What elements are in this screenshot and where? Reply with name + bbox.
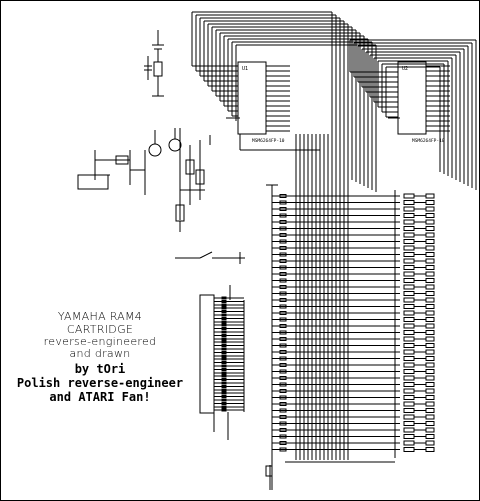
transistor-section [77,128,211,232]
caption-author-desc: Polish reverse-engineer [16,376,184,390]
caption-author: by tOri [74,362,126,376]
bus-wires [191,11,477,490]
chip-U1-part: MSM6264FP-10 [252,138,285,144]
resistor-array [221,193,435,477]
caption-reverse: reverse-engineered [43,335,157,348]
chip-U1 [237,61,267,135]
edge-connector [199,294,215,414]
power-supply-cluster [144,30,164,97]
caption-subtitle: CARTRIDGE [66,323,134,336]
caption-author-fan: and ATARI Fan! [49,390,151,404]
chip-U2 [397,61,427,135]
caption-title: YAMAHA RAM4 [57,310,143,323]
caption-drawn: and drawn [69,347,131,360]
chip-U2-part: MSM6264FP-10 [412,138,445,144]
chip-U2-ref: U2 [402,66,408,72]
jumper-switch [175,251,245,264]
chip-U1-ref: U1 [242,66,248,72]
